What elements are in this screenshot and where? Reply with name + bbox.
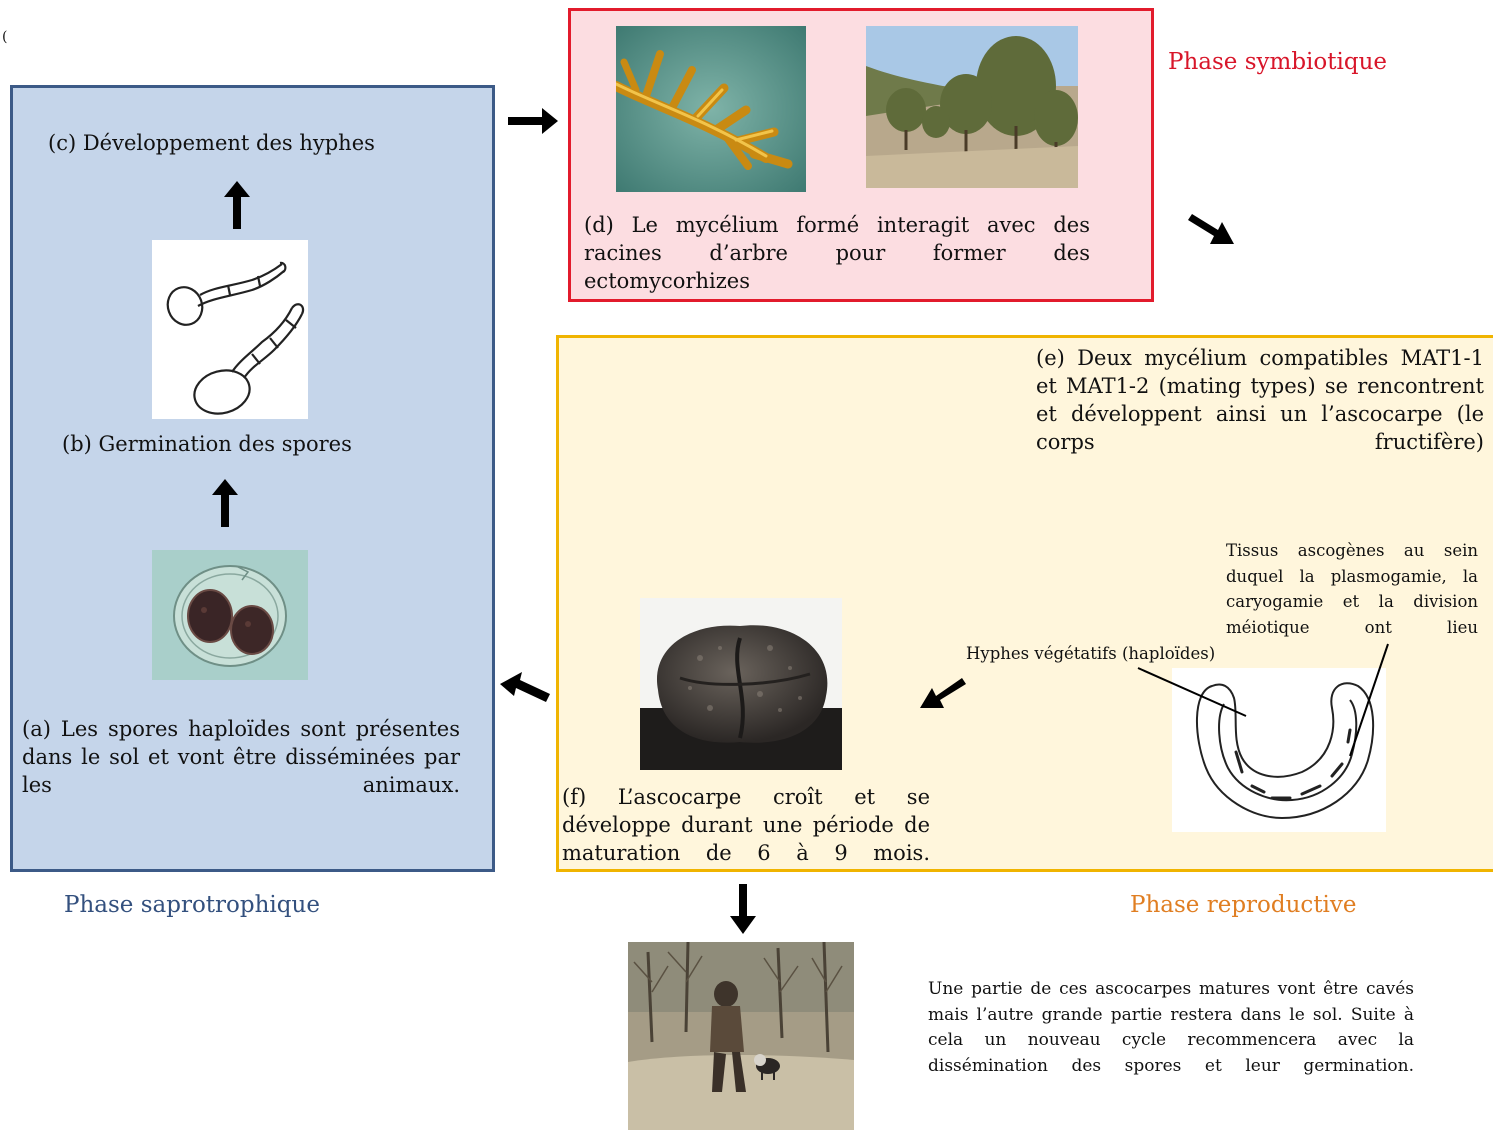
phase-reproductive-label: Phase reproductive [1130, 892, 1357, 918]
arrow-down-left-icon [920, 678, 966, 708]
step-d-label: (d) Le mycélium formé interagit avec des… [584, 213, 1090, 293]
truffle-harvest-photo [628, 942, 854, 1130]
step-f-label: (f) L’ascocarpe croît et se développe du… [562, 785, 930, 865]
arrow-up-icon [212, 479, 238, 527]
stray-mark: ( [2, 29, 8, 45]
step-b-label: (b) Germination des spores [62, 432, 352, 456]
phase-symbiotic-label: Phase symbiotique [1168, 49, 1388, 75]
arrow-down-icon [730, 884, 756, 934]
arrow-up-icon [224, 181, 250, 229]
step-c-label: (c) Développement des hyphes [48, 131, 375, 155]
spore-micrograph [152, 550, 308, 680]
ectomycorrhiza-photo [616, 26, 806, 192]
saprotrophic-phase-box [10, 85, 495, 872]
step-a-label: (a) Les spores haploïdes sont présentes … [22, 717, 460, 797]
orchard-photo [866, 26, 1078, 188]
annotation-leader-lines [1137, 643, 1389, 757]
step-e-label: (e) Deux mycélium compatibles MAT1-1 et … [1036, 346, 1484, 455]
vegetative-hyphae-annotation: Hyphes végétatifs (haploïdes) [966, 644, 1216, 663]
hyphae-drawing [152, 240, 308, 419]
arrow-down-right-icon [1188, 214, 1234, 244]
arrow-right-icon [508, 108, 558, 134]
phase-saprotrophic-label: Phase saprotrophique [64, 892, 320, 918]
ascocarp-section-drawing [1172, 668, 1386, 832]
arrow-left-icon [500, 672, 550, 702]
harvest-note: Une partie de ces ascocarpes matures von… [928, 979, 1414, 1076]
ascogenous-tissue-annotation: Tissus ascogènes au sein duquel la plasm… [1226, 541, 1478, 637]
truffle-photo [640, 598, 842, 770]
